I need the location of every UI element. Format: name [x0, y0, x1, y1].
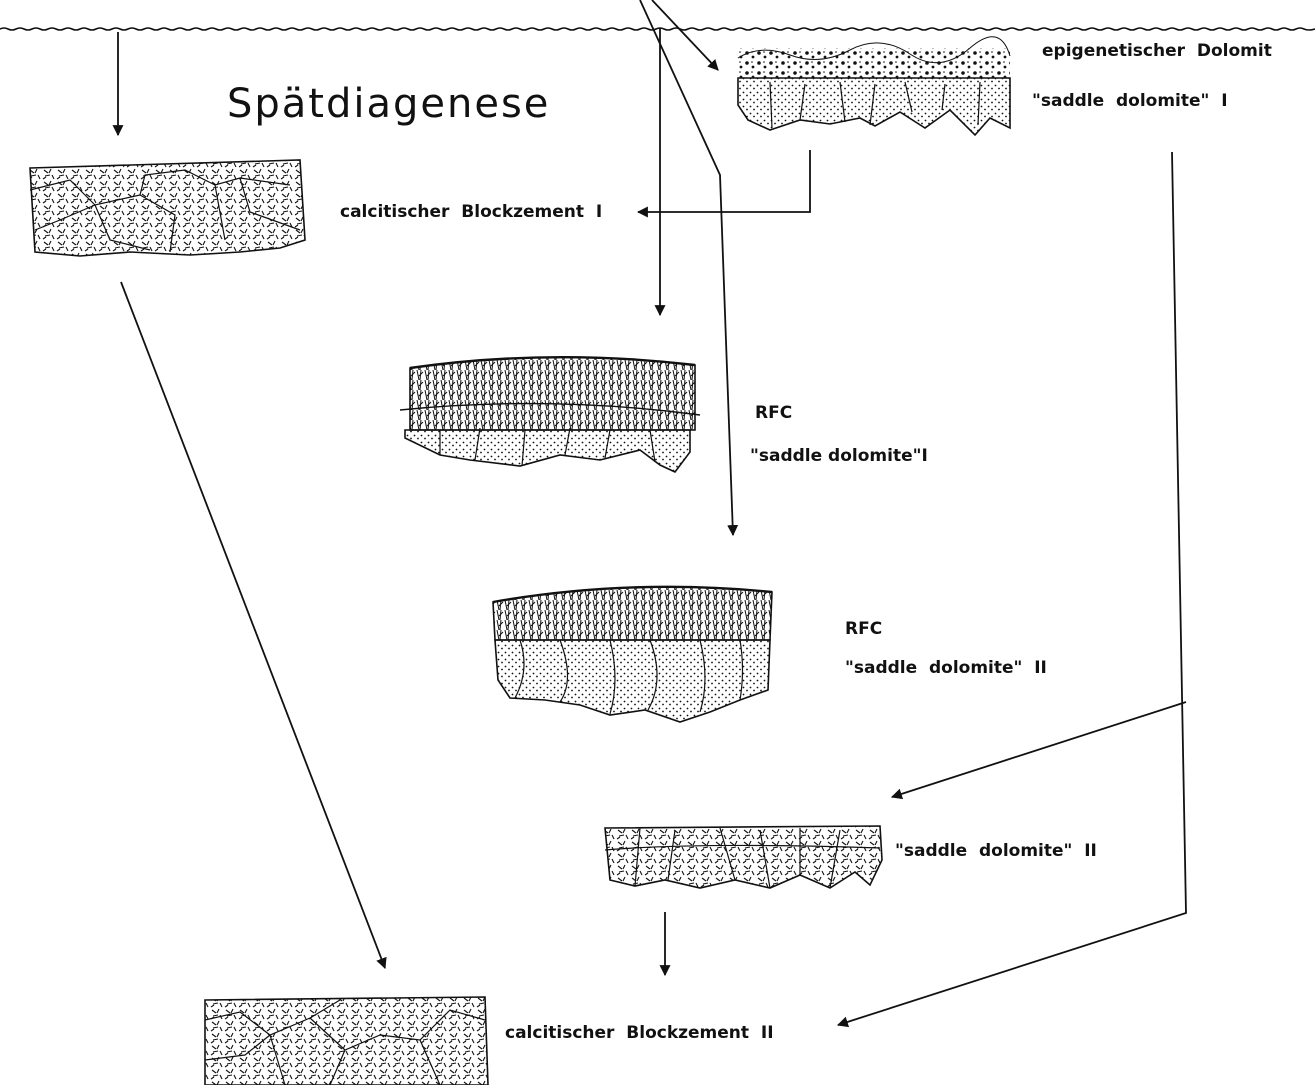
label-saddle-dolomite-i-top: "saddle dolomite" I: [1032, 93, 1228, 110]
arrow-blockzement-i-to-ii: [121, 282, 385, 968]
sketch-rfc-saddle-ii: [493, 587, 772, 722]
label-saddle-dolomite-ii-low: "saddle dolomite" II: [895, 843, 1097, 860]
label-saddle-dolomite-ii-mid: "saddle dolomite" II: [845, 660, 1047, 677]
sketch-epigenetic-dolomite: [738, 37, 1010, 135]
arrow-right-branch: [838, 152, 1186, 1025]
label-rfc-1: RFC: [755, 405, 792, 422]
label-calcitischer-blockzement-ii: calcitischer Blockzement II: [505, 1025, 774, 1042]
sketch-blockzement-i: [30, 160, 305, 256]
top-boundary-line: [0, 28, 1315, 30]
diagram-title: Spätdiagenese: [227, 84, 550, 124]
arrow-epigenetic-to-blockzement-i: [638, 150, 810, 212]
sketch-saddle-ii: [605, 826, 882, 888]
label-saddle-dolomite-i-mid: "saddle dolomite"I: [750, 448, 928, 465]
arrow-branch-to-saddle-ii: [892, 702, 1186, 797]
arrow-top-to-epigenetic: [652, 0, 718, 70]
sketch-rfc-saddle-i: [400, 357, 700, 472]
label-rfc-2: RFC: [845, 621, 882, 638]
sketch-blockzement-ii: [205, 997, 488, 1085]
label-calcitischer-blockzement-i: calcitischer Blockzement I: [340, 204, 602, 221]
label-epigenetischer-dolomit: epigenetischer Dolomit: [1042, 43, 1272, 60]
